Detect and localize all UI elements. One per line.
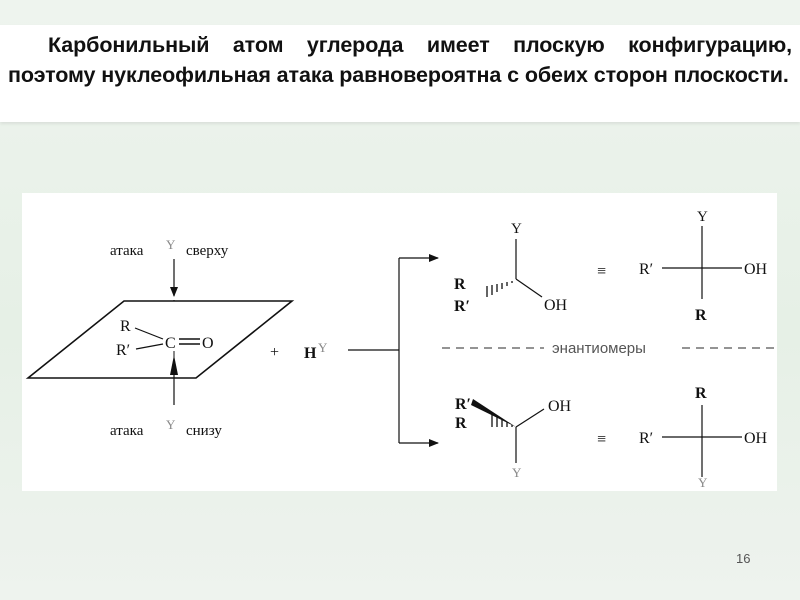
top-product-oh: OH [544, 297, 568, 314]
top-fischer-y: Y [697, 209, 708, 225]
attack-top-label: атака [110, 243, 144, 259]
plus-sign: + [270, 344, 279, 361]
bottom-fischer-r-prime: R′ [639, 430, 653, 447]
bottom-fischer-oh: OH [744, 430, 768, 447]
bottom-product-oh: OH [548, 398, 572, 415]
reagent-y: Y [318, 340, 328, 355]
bottom-product-solid-wedge [471, 399, 516, 427]
attack-bottom-label: атака [110, 423, 144, 439]
bottom-product-y: Y [512, 465, 522, 480]
bond-c-r [134, 327, 164, 340]
nucleophile-bottom: Y [166, 417, 176, 432]
attack-bottom-direction: снизу [186, 423, 222, 439]
equivalent-top: ≡ [597, 263, 606, 280]
equivalent-bottom: ≡ [597, 431, 606, 448]
nucleophile-top: Y [166, 237, 176, 252]
top-product-y: Y [511, 221, 522, 237]
bottom-product-bond-oh [515, 408, 545, 428]
top-fischer-oh: OH [744, 261, 768, 278]
bottom-product-hashed-wedge [491, 415, 513, 427]
bottom-product-r: R [455, 415, 467, 432]
reaction-scheme: атака Y сверху R R′ C O атака Y снизу + … [22, 193, 777, 491]
molecular-plane [25, 300, 295, 379]
substituent-r-prime: R′ [116, 342, 130, 359]
carbonyl-carbon: C [165, 335, 176, 352]
text-band [0, 25, 800, 122]
top-fischer-r: R [695, 307, 707, 324]
reagent-h: H [304, 345, 317, 362]
bond-c-r-prime [135, 343, 164, 350]
top-product-r: R [454, 276, 466, 293]
top-product-hashed-wedge [486, 281, 513, 297]
bottom-fischer-y: Y [698, 475, 708, 490]
substituent-r: R [120, 318, 131, 335]
top-fischer-r-prime: R′ [639, 261, 653, 278]
bottom-product-r-prime: R′ [455, 396, 471, 413]
carbonyl-oxygen: O [202, 335, 214, 352]
intro-text: Карбонильный атом углерода имеет плоскую… [8, 33, 792, 87]
page-number: 16 [736, 551, 751, 566]
enantiomers-label: энантиомеры [552, 340, 646, 357]
top-product-r-prime: R′ [454, 298, 470, 315]
top-product-bond-oh [515, 278, 543, 298]
reaction-diagram: атака Y сверху R R′ C O атака Y снизу + … [25, 209, 777, 490]
bottom-fischer-r: R [695, 385, 707, 402]
attack-bottom-arrowhead [170, 355, 178, 375]
attack-top-direction: сверху [186, 243, 229, 259]
